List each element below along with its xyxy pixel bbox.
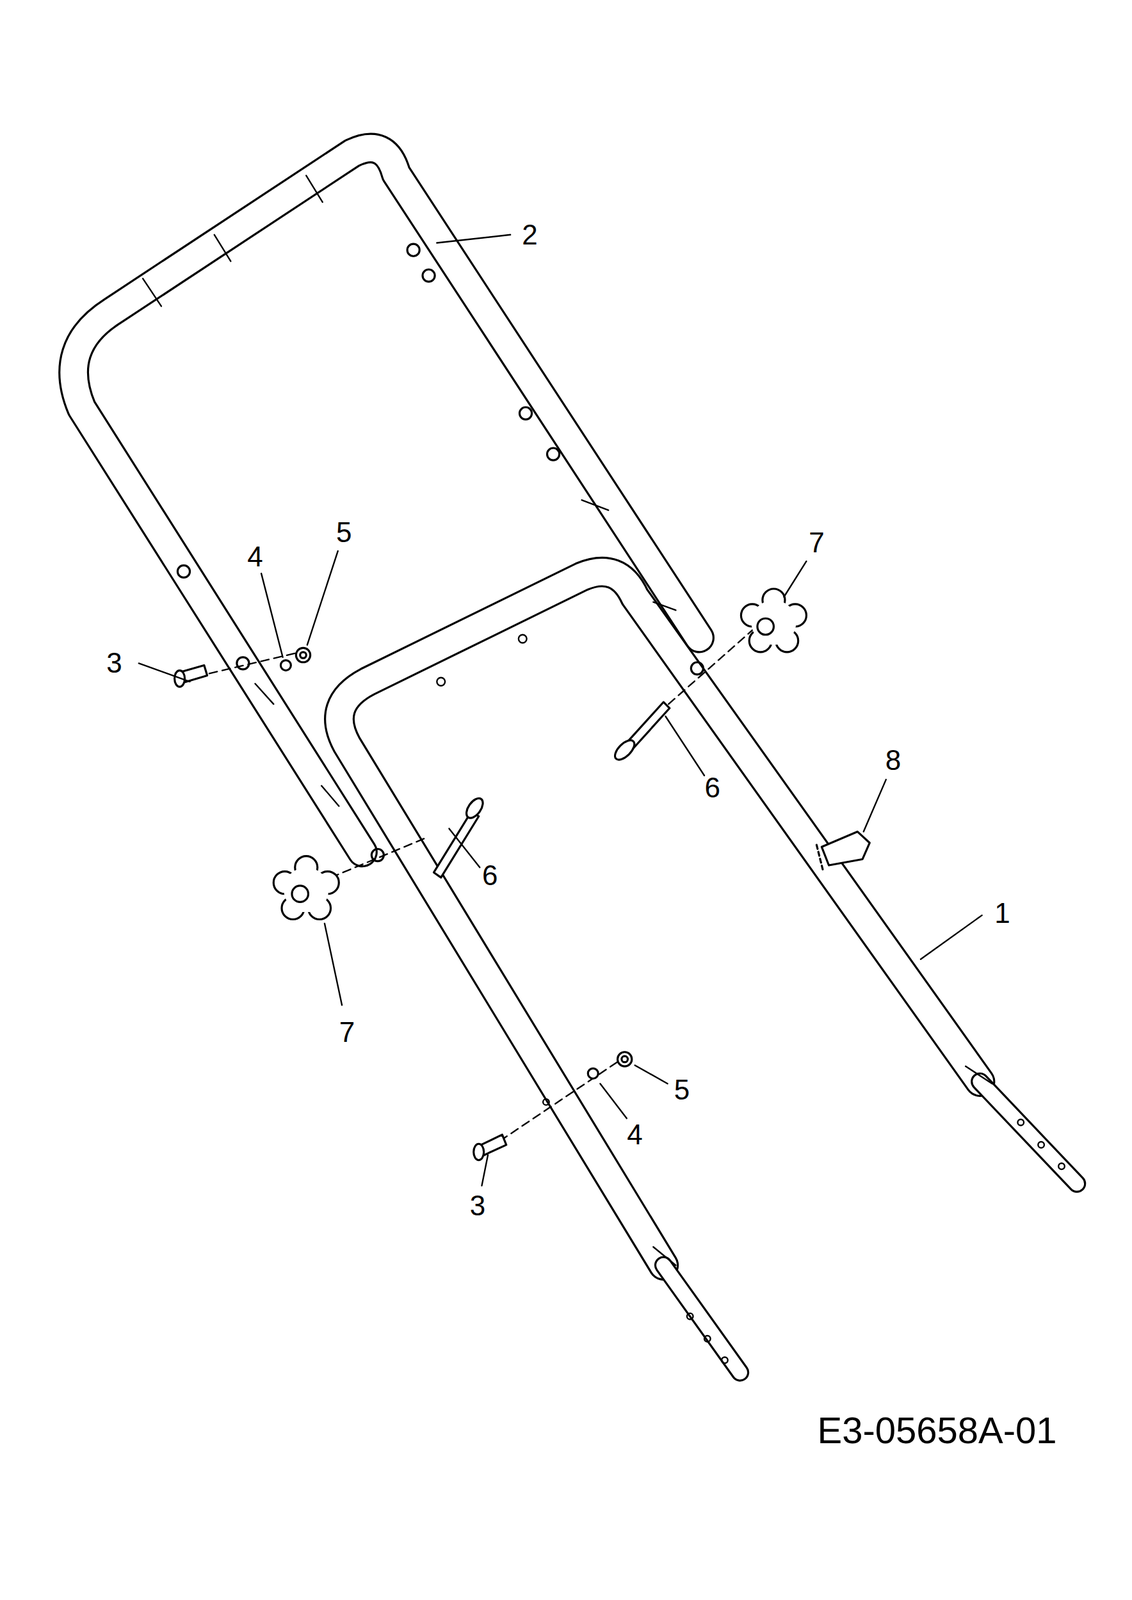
- callout-number: 6: [704, 774, 721, 803]
- lower-handle: [339, 572, 1077, 1374]
- drawing-number: E3-05658A-01: [816, 1412, 1057, 1450]
- upper-handle: [73, 147, 704, 1106]
- callout-number: 3: [469, 1192, 486, 1221]
- callout-number: 7: [808, 528, 825, 558]
- bolt: [434, 702, 670, 878]
- washer-nut: [280, 647, 632, 1079]
- leader-lines: [138, 234, 983, 1187]
- star-knob: [273, 589, 807, 921]
- callout-number: 4: [626, 1121, 643, 1150]
- assembly-lines: [209, 628, 756, 1142]
- callout-number: 8: [885, 746, 901, 775]
- carriage-bolt: [174, 665, 507, 1161]
- callout-number: 5: [674, 1076, 690, 1105]
- cable-clip: [816, 831, 870, 870]
- callout-number: 3: [106, 649, 122, 678]
- callout-number: 4: [247, 542, 263, 572]
- callout-number: 1: [994, 899, 1010, 928]
- callout-number: 5: [336, 518, 352, 547]
- callout-number: 7: [339, 1018, 355, 1047]
- callout-number: 2: [521, 220, 538, 250]
- callout-number: 6: [482, 861, 498, 890]
